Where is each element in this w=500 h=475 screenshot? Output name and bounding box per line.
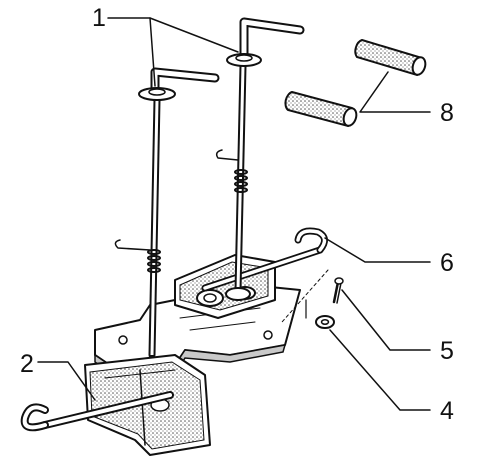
callout-5: 5 bbox=[440, 337, 454, 365]
washer bbox=[315, 315, 335, 329]
leader-lines bbox=[37, 17, 431, 411]
spring-coil-right bbox=[234, 169, 248, 193]
hooked-rod-upper bbox=[201, 227, 328, 292]
callout-4: 4 bbox=[440, 397, 454, 425]
spring-coil-left bbox=[147, 249, 161, 273]
callout-2: 2 bbox=[20, 350, 34, 378]
callout-8: 8 bbox=[440, 99, 454, 127]
split-pin bbox=[332, 277, 344, 304]
rubber-sleeve-upper bbox=[354, 38, 427, 77]
release-lever-right bbox=[215, 17, 305, 301]
release-lever-left bbox=[114, 67, 220, 359]
callout-1: 1 bbox=[92, 4, 106, 32]
lower-latch-housing bbox=[84, 354, 211, 456]
assembly-guide-line bbox=[281, 269, 329, 323]
hooked-rod-lower bbox=[20, 391, 174, 432]
callout-6: 6 bbox=[440, 249, 454, 277]
rubber-sleeve-lower bbox=[284, 90, 358, 128]
